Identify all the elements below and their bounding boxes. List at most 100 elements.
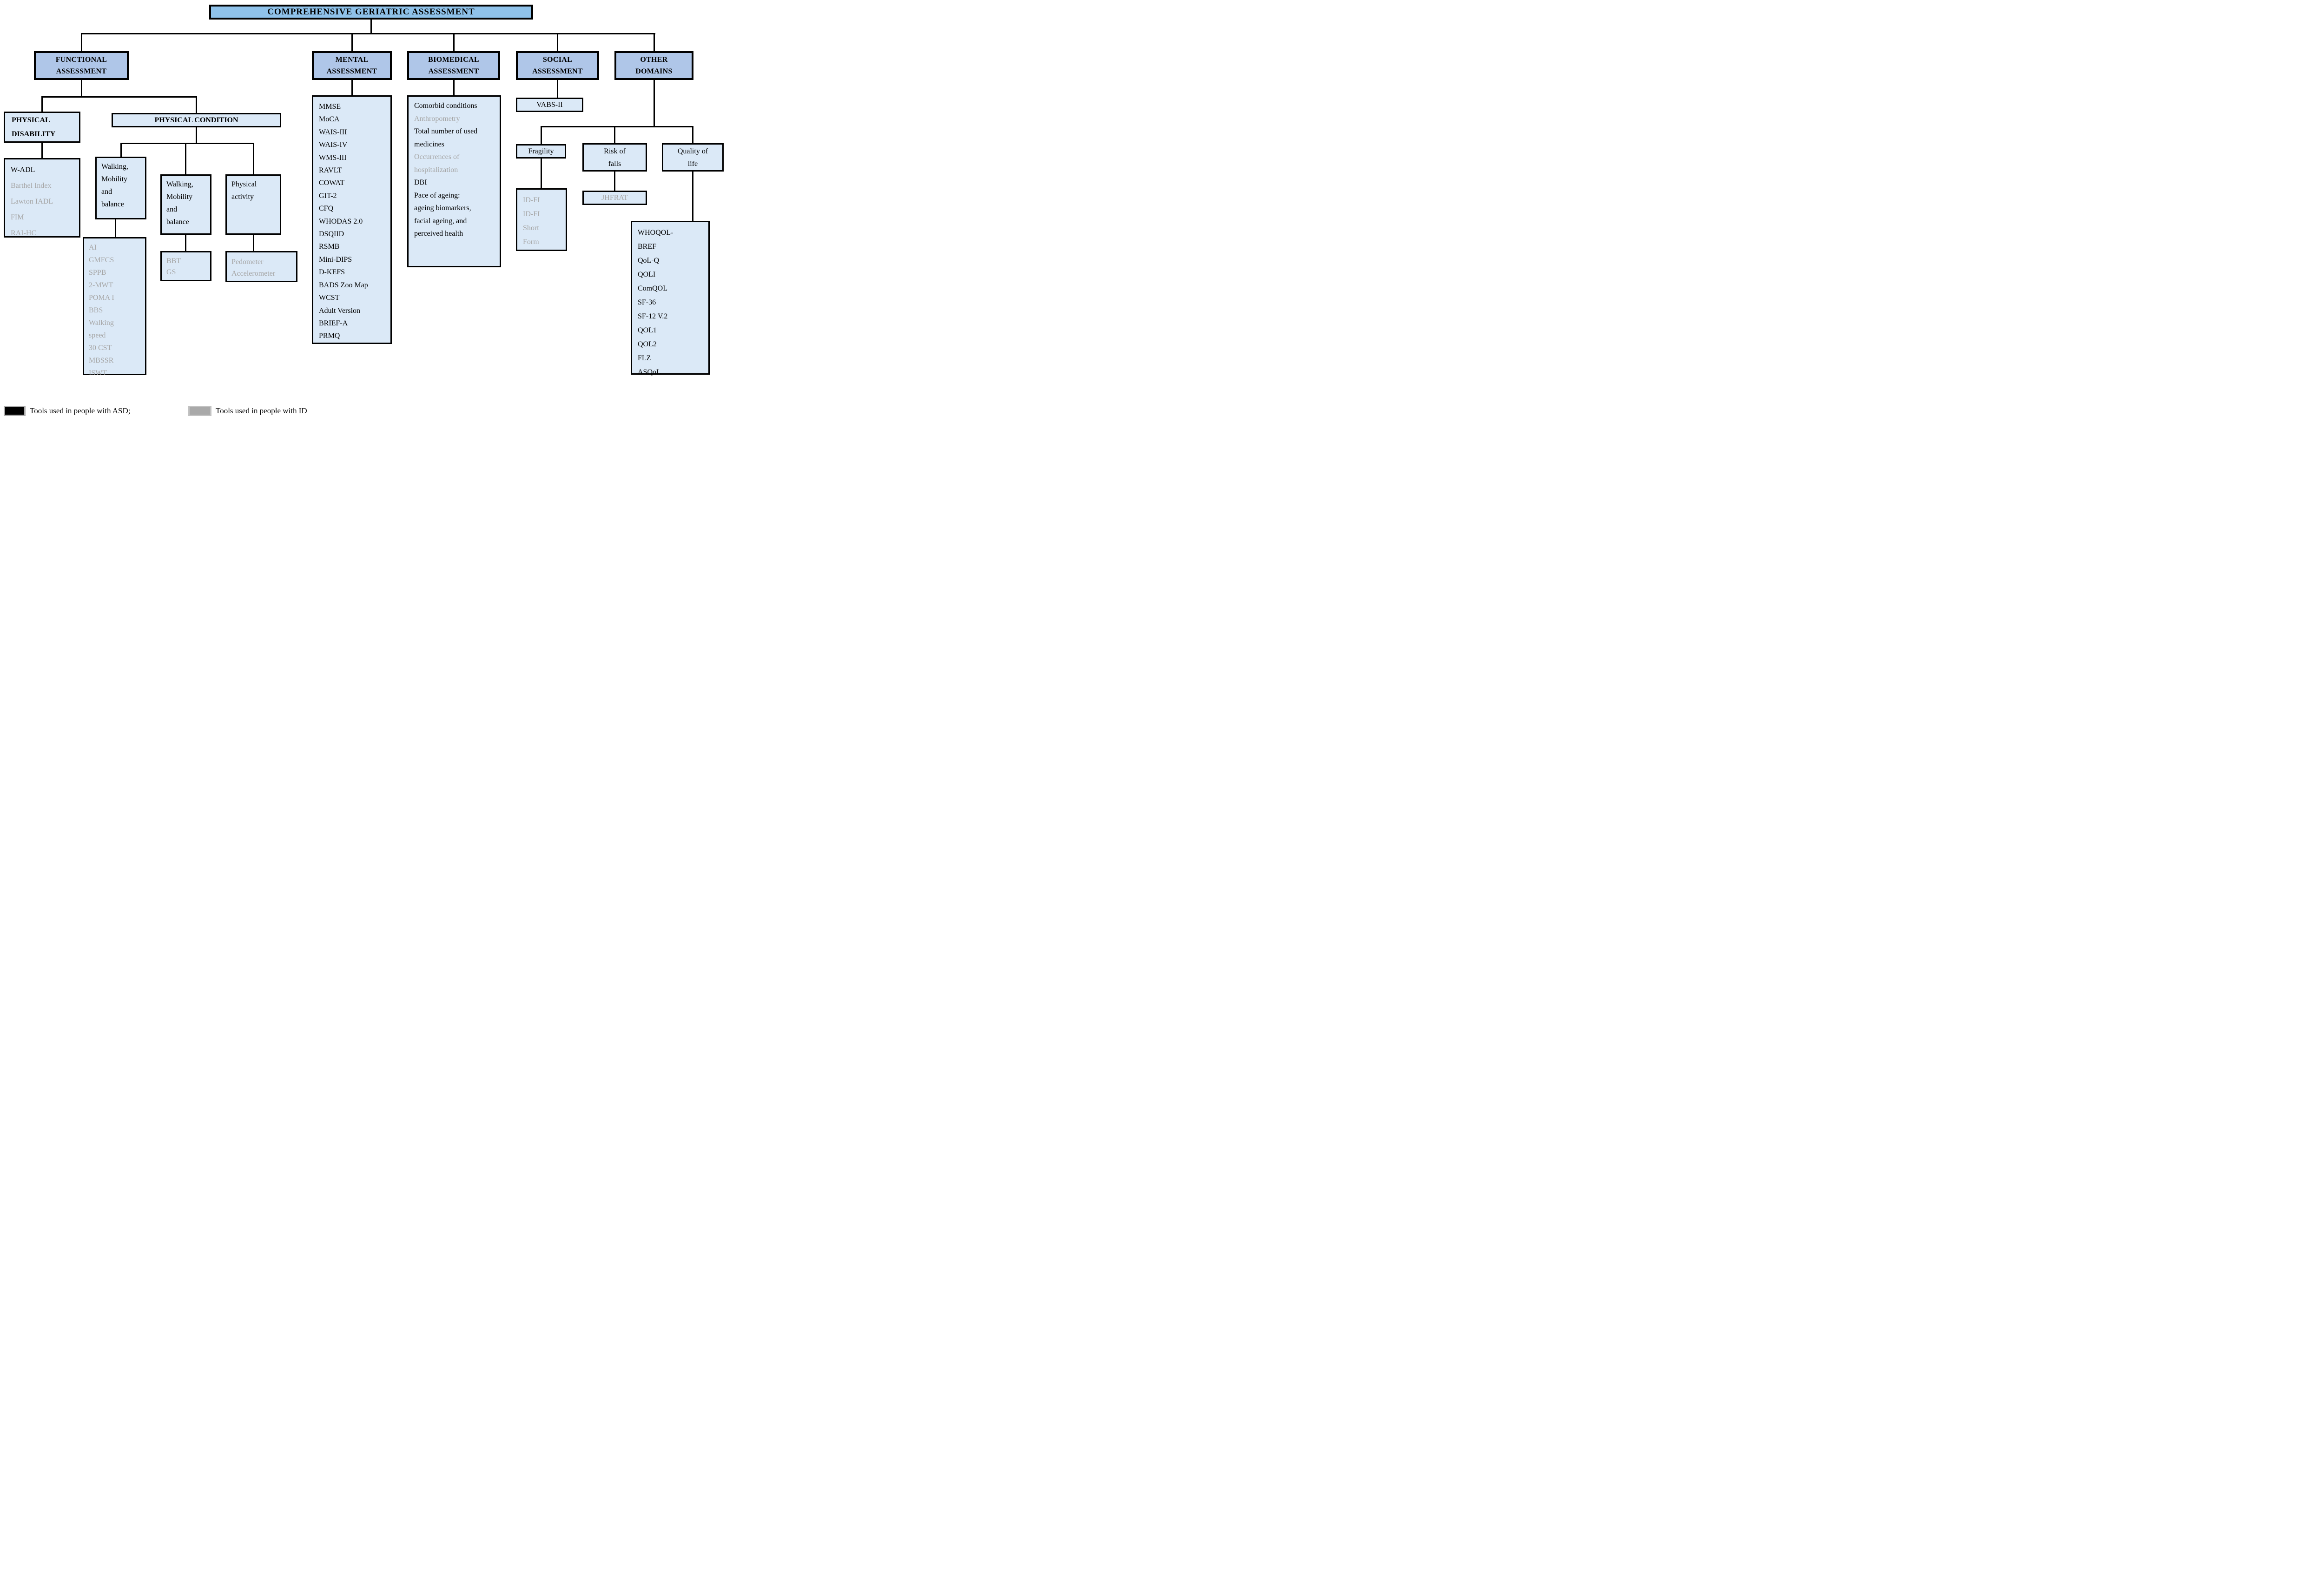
- domain-label: SOCIAL ASSESSMENT: [532, 56, 583, 75]
- fragility-box: Fragility: [516, 144, 566, 159]
- tool-item: WHOQOL-BREF: [638, 229, 673, 251]
- tool-item: Accelerometer: [231, 270, 276, 278]
- physical-condition-box: PHYSICAL CONDITION: [112, 113, 281, 127]
- tool-item: MMSE: [319, 103, 341, 111]
- connector: [692, 126, 693, 143]
- domain-biomedical-assessment: BIOMEDICAL ASSESSMENT: [407, 51, 500, 80]
- jhfrat-box: JHFRAT: [582, 191, 647, 205]
- risk-of-falls-box: Risk of falls: [582, 143, 647, 172]
- tool-item: Pace of ageing: ageing biomarkers, facia…: [414, 191, 471, 238]
- tool-item: W-ADL: [11, 166, 35, 174]
- tool-item: Total number of used medicines: [414, 127, 478, 148]
- connector: [196, 96, 197, 113]
- box-label: PHYSICAL CONDITION: [154, 116, 238, 124]
- box-label: Physical activity: [231, 180, 257, 201]
- connector: [351, 33, 353, 51]
- domain-social-assessment: SOCIAL ASSESSMENT: [516, 51, 599, 80]
- tool-item: GMFCS: [89, 256, 114, 264]
- tool-item: ASQoL: [638, 368, 661, 376]
- connector: [453, 33, 455, 51]
- connector: [81, 80, 82, 96]
- connector: [253, 143, 254, 174]
- tool-item: ISWT: [89, 369, 107, 377]
- tool-item: RAI-HC: [11, 229, 37, 237]
- fragility-tools-list: ID-FI ID-FI Short Form: [516, 188, 567, 251]
- tool-item: Lawton IADL: [11, 198, 53, 205]
- physical-disability-box: PHYSICAL DISABILITY: [4, 112, 80, 143]
- walking-mobility-balance-box-1: Walking, Mobility and balance: [95, 157, 146, 219]
- tool-item: SF-36: [638, 298, 656, 306]
- walking-mobility-balance-box-2: Walking, Mobility and balance: [160, 174, 211, 235]
- tool-item: QOL2: [638, 340, 657, 348]
- connector: [654, 33, 655, 51]
- tool-item: MBSSR: [89, 357, 114, 364]
- legend-id-swatch: [188, 406, 211, 416]
- tool-item: Barthel Index: [11, 182, 52, 190]
- connector: [185, 143, 186, 174]
- box-label: Fragility: [528, 147, 554, 155]
- connector: [253, 235, 254, 251]
- tool-item: QOL1: [638, 326, 657, 334]
- legend-asd-swatch: [4, 406, 26, 416]
- tool-item: BRIEF-A: [319, 319, 348, 327]
- tool-item: FIM: [11, 213, 24, 221]
- tool-item: QoL-Q: [638, 257, 660, 265]
- box-label: Quality of life: [677, 147, 708, 168]
- tool-item: Anthropometry: [414, 114, 460, 123]
- domain-label: MENTAL ASSESSMENT: [326, 56, 377, 75]
- tool-item: SPPB: [89, 269, 106, 277]
- legend-asd-label: Tools used in people with ASD;: [30, 406, 131, 415]
- tool-item: Mini-DIPS: [319, 255, 352, 264]
- connector: [370, 19, 372, 33]
- connector: [557, 80, 558, 98]
- connector: [120, 143, 254, 144]
- domain-functional-assessment: FUNCTIONAL ASSESSMENT: [34, 51, 129, 80]
- connector: [41, 96, 43, 112]
- tool-item: 30 CST: [89, 344, 112, 352]
- tool-item: Pedometer: [231, 258, 264, 266]
- tool-item: Adult Version: [319, 306, 361, 315]
- tool-item: DBI: [414, 179, 427, 186]
- tool-item: AI: [89, 244, 97, 251]
- tool-item: Comorbid conditions: [414, 102, 477, 110]
- connector: [541, 126, 542, 144]
- connector: [453, 80, 455, 95]
- tool-item: WCST: [319, 294, 340, 302]
- tool-item: ID-FI: [523, 196, 540, 204]
- connector: [41, 96, 197, 98]
- domain-label: FUNCTIONAL ASSESSMENT: [55, 56, 107, 75]
- box-label: JHFRAT: [601, 194, 628, 202]
- diagram-title: COMPREHENSIVE GERIATRIC ASSESSMENT: [267, 7, 475, 17]
- legend-id: Tools used in people with ID: [188, 406, 307, 416]
- tool-item: RAVLT: [319, 166, 342, 175]
- tool-item: MoCA: [319, 115, 340, 124]
- tool-item: BBT: [166, 257, 181, 265]
- tool-item: SF-12 V.2: [638, 312, 668, 320]
- connector: [541, 158, 542, 188]
- tool-item: QOLI: [638, 271, 656, 278]
- tool-item: WHODAS 2.0: [319, 217, 363, 225]
- domain-label: BIOMEDICAL ASSESSMENT: [428, 56, 479, 75]
- tool-item: Occurrences of hospitalization: [414, 153, 460, 174]
- tool-item: WMS-III: [319, 153, 347, 162]
- tool-item: POMA I: [89, 294, 114, 302]
- box-label: Risk of falls: [604, 147, 626, 168]
- tool-item: ID-FI Short Form: [523, 210, 540, 246]
- connector: [541, 126, 693, 127]
- connector: [614, 126, 615, 143]
- tool-item: Walking speed: [89, 319, 114, 339]
- tool-item: ComQOL: [638, 285, 667, 292]
- connector: [692, 171, 693, 221]
- tool-item: RSMB: [319, 243, 340, 251]
- tool-item: D-KEFS: [319, 268, 345, 277]
- connector: [120, 143, 122, 157]
- domain-label: OTHER DOMAINS: [635, 56, 673, 75]
- tool-item: BBS: [89, 306, 103, 314]
- tool-item: WAIS-III: [319, 128, 347, 136]
